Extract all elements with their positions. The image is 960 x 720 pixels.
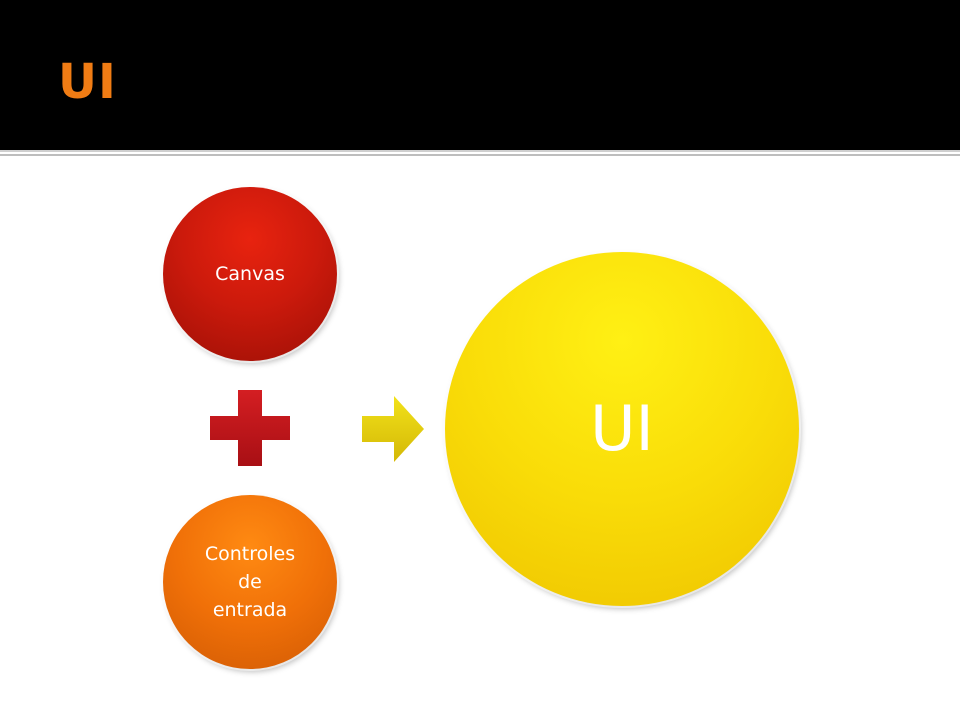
arrow-right-icon <box>362 396 424 462</box>
plus-icon <box>210 390 290 466</box>
title-divider <box>0 150 960 158</box>
ui-result-label: UI <box>590 392 654 465</box>
canvas-circle: Canvas <box>163 187 337 361</box>
controles-label: Controles de entrada <box>204 543 296 621</box>
ui-result-circle: UI <box>445 252 799 606</box>
canvas-label: Canvas <box>215 263 285 285</box>
slide-title: UI <box>58 54 117 110</box>
controles-circle: Controles de entrada <box>163 495 337 669</box>
title-bar: UI <box>0 0 960 150</box>
